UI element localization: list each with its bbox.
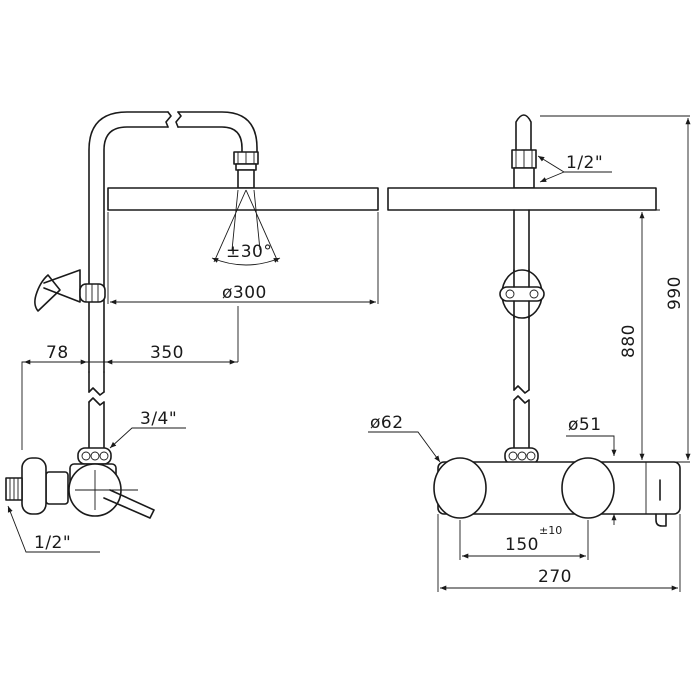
inlet-34-label: 3/4" bbox=[140, 409, 177, 429]
front-arm bbox=[515, 114, 532, 151]
angle-lines bbox=[213, 189, 279, 263]
riser-pipe bbox=[88, 111, 169, 373]
shower-arm bbox=[177, 111, 258, 153]
dim-270-label: 270 bbox=[538, 567, 572, 587]
ball-joint bbox=[237, 169, 255, 189]
wall-flange bbox=[21, 457, 47, 515]
front-ball-joint bbox=[513, 167, 535, 189]
mixer-lever bbox=[103, 489, 155, 519]
dim-300-label: ø300 bbox=[222, 283, 267, 303]
holder-clamp bbox=[79, 283, 106, 303]
angle-arc bbox=[211, 257, 281, 266]
pipe-break-top bbox=[165, 111, 182, 128]
eccentric-nut bbox=[45, 471, 69, 505]
front-pipe-break bbox=[513, 385, 530, 404]
dim-990-label: 990 bbox=[665, 276, 685, 310]
hand-shower-holder bbox=[34, 274, 61, 312]
knob-left bbox=[433, 457, 487, 519]
outlet-spout bbox=[655, 479, 667, 527]
inlet-12-left-label: 1/2" bbox=[34, 533, 71, 553]
riser-nut bbox=[77, 447, 112, 465]
dim-880-label: 880 bbox=[619, 324, 639, 358]
pipe-break-mid bbox=[88, 387, 105, 406]
angle-label: ±30° bbox=[226, 242, 272, 262]
shower-head-side bbox=[107, 187, 379, 211]
knob-62-label: ø62 bbox=[370, 413, 404, 433]
dim-78-label: 78 bbox=[46, 343, 69, 363]
knob-51-label: ø51 bbox=[568, 415, 602, 435]
front-view: 1/2" ø62 ø51 880 bbox=[368, 114, 691, 592]
knob-right bbox=[561, 457, 615, 519]
dim-350-label: 350 bbox=[150, 343, 184, 363]
shower-head-front bbox=[387, 187, 657, 211]
side-view: ±30° ø300 78 350 3/4" bbox=[5, 111, 379, 553]
dim-150-label: 150 bbox=[505, 535, 539, 555]
arm-joint bbox=[235, 163, 257, 171]
inlet-12-right-label: 1/2" bbox=[566, 153, 603, 173]
dim-150-tolerance: ±10 bbox=[539, 524, 562, 537]
